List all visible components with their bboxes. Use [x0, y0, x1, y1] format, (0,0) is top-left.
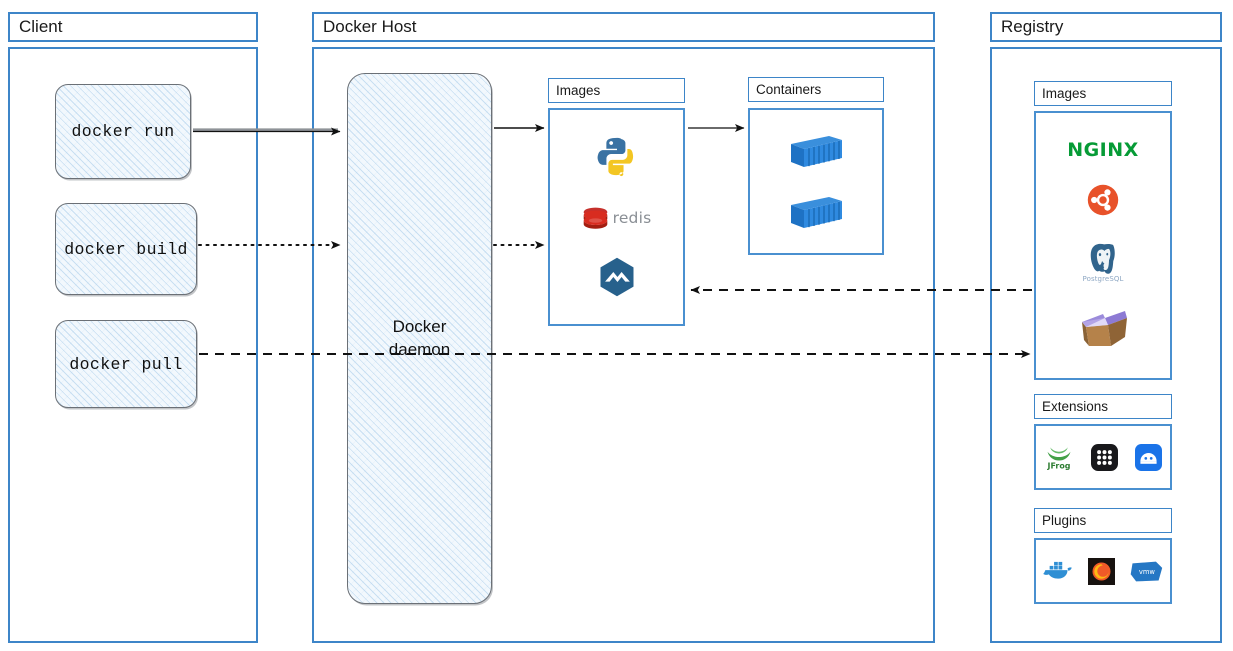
svg-text:vmw: vmw: [1139, 568, 1156, 576]
registry-images-body: NGINX PostgreSQL: [1034, 111, 1172, 380]
panel-title-client: Client: [8, 12, 258, 42]
grafana-logo: [1088, 557, 1116, 585]
command-label-docker-run: docker run: [71, 122, 175, 141]
docker-daemon-box[interactable]: Docker daemon: [347, 73, 492, 604]
jfrog-logo: JFrog: [1044, 442, 1074, 472]
command-label-docker-pull: docker pull: [69, 354, 183, 374]
postgresql-logo: PostgreSQL: [1083, 240, 1124, 283]
registry-images-title: Images: [1034, 81, 1172, 106]
mongodb-atlas-logo: [595, 255, 639, 299]
redis-wordmark: redis: [612, 208, 652, 227]
vmware-logo: vmw: [1128, 558, 1164, 585]
docker-daemon-label: Docker daemon: [388, 317, 451, 359]
command-box-docker-pull[interactable]: docker pull: [55, 320, 197, 408]
host-images-body: redis: [548, 108, 685, 326]
python-logo: [594, 135, 640, 181]
panel-title-client-label: Client: [19, 17, 63, 36]
host-containers-title-label: Containers: [756, 82, 822, 97]
blue-app-icon: [1134, 443, 1162, 471]
registry-images-title-label: Images: [1042, 86, 1087, 101]
panel-title-docker-host: Docker Host: [312, 12, 935, 42]
panel-title-docker-host-label: Docker Host: [323, 17, 417, 36]
panel-title-registry: Registry: [990, 12, 1222, 42]
command-label-docker-build: docker build: [64, 239, 188, 259]
command-box-docker-build[interactable]: docker build: [55, 203, 197, 295]
redis-logo: redis: [582, 206, 652, 230]
registry-extensions-title: Extensions: [1034, 394, 1172, 419]
postgresql-wordmark: PostgreSQL: [1082, 274, 1124, 283]
shipping-container-icon: [785, 130, 847, 172]
open-box-icon: [1075, 306, 1131, 352]
shipping-container-icon: [785, 191, 847, 233]
docker-whale-logo: [1042, 558, 1076, 584]
command-box-docker-run[interactable]: docker run: [55, 84, 191, 179]
registry-extensions-title-label: Extensions: [1042, 399, 1109, 414]
svg-text:JFrog: JFrog: [1047, 461, 1071, 470]
panel-title-registry-label: Registry: [1001, 17, 1064, 36]
registry-plugins-title-label: Plugins: [1042, 513, 1087, 528]
registry-plugins-title: Plugins: [1034, 508, 1172, 533]
registry-plugins-body: vmw: [1034, 538, 1172, 604]
ubuntu-logo: [1087, 184, 1119, 216]
host-images-title: Images: [548, 78, 685, 103]
nginx-logo: NGINX: [1067, 138, 1139, 161]
host-images-title-label: Images: [556, 83, 601, 98]
host-containers-title: Containers: [748, 77, 884, 102]
registry-extensions-body: JFrog: [1034, 424, 1172, 490]
host-containers-body: [748, 108, 884, 255]
grid-dots-icon: [1090, 443, 1118, 471]
